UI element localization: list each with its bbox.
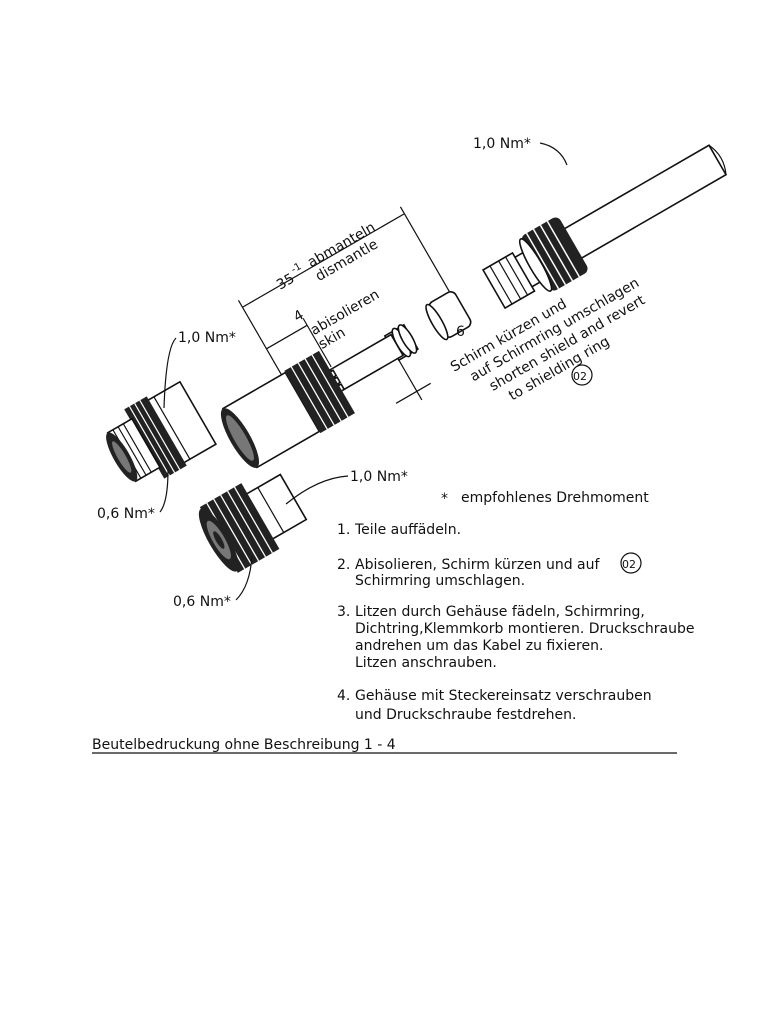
step-2-line-1: Abisolieren, Schirm kürzen und auf: [355, 557, 601, 573]
stripped-cable: [329, 333, 405, 392]
torque-left-top: 1,0 Nm*: [178, 330, 236, 346]
step-3-line-4: Litzen anschrauben.: [355, 655, 497, 671]
legend-symbol: *: [441, 491, 448, 507]
step-4: 4. Gehäuse mit Steckereinsatz verschraub…: [337, 688, 652, 723]
torque-right-bottom: 0,6 Nm*: [173, 594, 231, 610]
cable-assembly: [237, 144, 728, 413]
legend-text: empfohlenes Drehmoment: [461, 490, 649, 506]
assembly-steps: 1. Teile auffädeln. 2. Abisolieren, Schi…: [337, 522, 695, 723]
step-4-line-1: Gehäuse mit Steckereinsatz verschrauben: [355, 688, 652, 704]
step-1-line-1: Teile auffädeln.: [354, 522, 461, 538]
step-2-number: 2.: [337, 557, 350, 573]
torque-left-bottom: 0,6 Nm*: [97, 506, 155, 522]
step-3-number: 3.: [337, 604, 350, 620]
step-4-number: 4.: [337, 688, 350, 704]
strip-length: 35: [274, 271, 297, 294]
seal-ring: [425, 291, 472, 341]
part-ref-circle: [571, 364, 593, 386]
strip-tolerance: -1: [289, 261, 303, 276]
right-connector: [198, 473, 308, 573]
shield-ring: [383, 323, 420, 362]
skin-de: abisolieren: [308, 287, 382, 339]
step-3: 3. Litzen durch Gehäuse fädeln, Schirmri…: [337, 604, 695, 671]
part-ref: 02: [573, 370, 587, 383]
left-connector: [106, 380, 218, 483]
step-4-line-2: und Druckschraube festdrehen.: [355, 707, 576, 723]
step-3-line-3: andrehen um das Kabel zu fixieren.: [355, 638, 603, 654]
torque-right-top: 1,0 Nm*: [350, 469, 408, 485]
step-3-line-1: Litzen durch Gehäuse fädeln, Schirmring,: [355, 604, 645, 620]
step-1-number: 1.: [337, 522, 350, 538]
shield-length: 6: [456, 324, 465, 340]
step-2: 2. Abisolieren, Schirm kürzen und auf Sc…: [337, 552, 642, 589]
torque-nut-top: 1,0 Nm*: [473, 136, 531, 152]
step-1: 1. Teile auffädeln.: [337, 522, 461, 538]
coupling-sleeve: [220, 350, 355, 469]
footer-text: Beutelbedruckung ohne Beschreibung 1 - 4: [92, 737, 396, 753]
step-2-ref: 02: [622, 558, 636, 571]
step-2-ref-circle: [620, 552, 642, 574]
clamp-basket: [481, 251, 536, 310]
skin-length: 4: [291, 307, 307, 325]
step-2-line-2: Schirmring umschlagen.: [355, 573, 525, 589]
step-3-line-2: Dichtring,Klemmkorb montieren. Druckschr…: [355, 621, 695, 637]
knurled-nut: [518, 217, 588, 292]
